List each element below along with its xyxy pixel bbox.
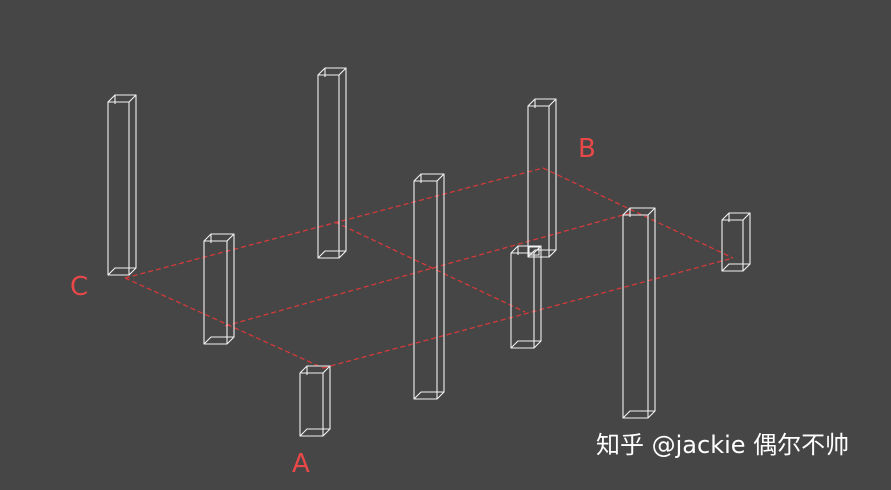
wireframe-column xyxy=(527,98,557,258)
point-label-b: B xyxy=(578,134,596,164)
grid-line xyxy=(334,221,526,313)
pivot-marker-icon xyxy=(528,246,540,256)
wireframe-column xyxy=(622,207,656,419)
wireframe-column xyxy=(721,212,751,272)
wireframe-column xyxy=(203,233,235,345)
wireframe-column xyxy=(317,67,347,259)
point-label-a: A xyxy=(292,449,310,479)
grid-line xyxy=(124,277,324,369)
grid-line xyxy=(224,212,631,327)
wireframe-columns xyxy=(107,67,751,437)
grid-line xyxy=(322,257,734,369)
wireframe-column xyxy=(510,245,542,349)
zhihu-watermark: 知乎 @jackie 偶尔不帅 xyxy=(596,431,850,459)
point-label-c: C xyxy=(70,272,89,302)
wireframe-column xyxy=(413,173,445,400)
red-dashed-grid xyxy=(124,167,734,369)
wireframe-column xyxy=(299,365,331,437)
grid-line xyxy=(124,167,544,279)
wireframe-column xyxy=(107,94,137,276)
grid-line xyxy=(542,167,734,259)
